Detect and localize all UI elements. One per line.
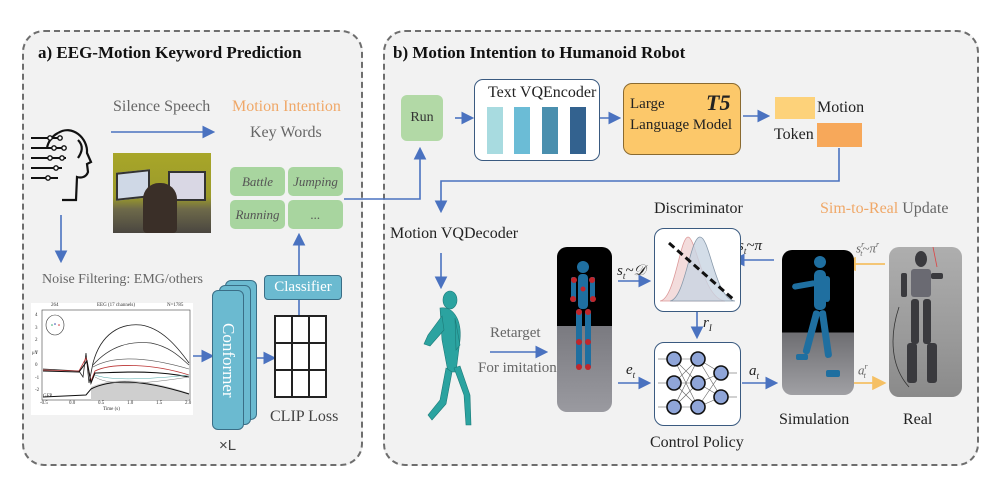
- keyword-battle: Battle: [230, 167, 285, 196]
- eeg-n-label: N=1785: [167, 303, 184, 308]
- text-vq-encoder-label: Text VQEncoder: [488, 84, 597, 101]
- real-robot-image: [889, 247, 962, 397]
- t5-logo: T5: [706, 90, 731, 115]
- neural-network-icon: [658, 351, 737, 415]
- classifier-block: Classifier: [264, 275, 342, 300]
- sim-to-real-update-label: Sim-to-Real Update: [820, 200, 948, 218]
- silence-speech-label: Silence Speech: [113, 98, 211, 115]
- eeg-ylabel: μV: [32, 351, 39, 356]
- motion-token-block-2: [817, 123, 862, 147]
- eeg-xtick: -0.5: [40, 401, 48, 406]
- clip-similarity-grid: [274, 315, 327, 398]
- panel-b-title: b) Motion Intention to Humanoid Robot: [393, 43, 686, 62]
- eeg-ytick: 1: [35, 350, 38, 356]
- arrow-token-to-decoder: [434, 148, 840, 214]
- eeg-traces: [41, 309, 191, 401]
- panel-a-title: a) EEG-Motion Keyword Prediction: [38, 43, 302, 62]
- run-keyword-block: Run: [401, 95, 443, 141]
- discriminator-block: [654, 228, 741, 312]
- simulation-image: [782, 250, 854, 395]
- eeg-xtick: 0.0: [69, 401, 76, 406]
- label-atr: art: [858, 362, 868, 380]
- control-policy-label: Control Policy: [650, 434, 744, 451]
- conformer-label: Conformer: [219, 322, 238, 398]
- eeg-corner-label: 264: [51, 303, 59, 308]
- times-l-label: ×L: [219, 437, 237, 454]
- label-str: srt~πr: [856, 240, 880, 258]
- eeg-plot: 264 EEG (17 channels) N=1785 μV Time (s)…: [31, 303, 193, 415]
- encoder-bar: [487, 107, 503, 154]
- label-et: et: [626, 362, 636, 380]
- motion-token-block-1: [775, 97, 815, 119]
- motion-intention-label: Motion Intention: [232, 98, 341, 115]
- noise-filtering-label: Noise Filtering: EMG/others: [42, 272, 203, 287]
- conformer-block: Conformer: [212, 290, 244, 430]
- for-imitation-label: For imitation: [478, 360, 557, 376]
- label-st-d: st~𝒟: [617, 263, 646, 281]
- eeg-ytick: -1: [35, 375, 40, 381]
- sim-to-real-text: Sim-to-Real: [820, 200, 899, 217]
- label-at: at: [749, 363, 760, 381]
- keyword-more: ...: [288, 200, 343, 229]
- retarget-label: Retarget: [490, 325, 541, 341]
- eeg-ytick: -2: [35, 388, 40, 393]
- discriminator-distributions: [659, 236, 736, 302]
- label-ri: rI: [703, 315, 712, 333]
- eeg-xtick: 2.0: [185, 401, 192, 406]
- update-text: Update: [902, 200, 949, 217]
- encoder-bar: [542, 107, 558, 154]
- clip-loss-label: CLIP Loss: [270, 408, 339, 425]
- simulation-label: Simulation: [779, 411, 850, 428]
- discriminator-label: Discriminator: [654, 200, 743, 217]
- eeg-ytick: 2: [35, 338, 38, 343]
- eeg-topomap: [45, 314, 65, 336]
- retargeted-character-image: [557, 247, 612, 412]
- eeg-ytick: 3: [35, 325, 38, 331]
- motion-vq-decoder-label: Motion VQDecoder: [390, 225, 519, 242]
- arrow-keywords-to-run: [344, 146, 427, 200]
- eeg-ytick: 0: [35, 363, 38, 368]
- keyword-jumping: Jumping: [288, 167, 343, 196]
- llm-block: Large Language Model T5: [623, 83, 741, 155]
- encoder-bar: [514, 107, 530, 154]
- motion-label: Motion: [817, 99, 865, 116]
- llm-label-line2: Language Model: [630, 117, 733, 133]
- token-label: Token: [774, 126, 814, 143]
- eeg-xtick: 1.0: [127, 401, 134, 406]
- eeg-xtick: 0.5: [98, 401, 105, 406]
- eeg-experiment-photo: [113, 153, 211, 233]
- text-vq-encoder: Text VQEncoder: [474, 79, 600, 161]
- subject-head: [143, 183, 177, 233]
- real-label: Real: [903, 411, 933, 428]
- label-st-pi: st~π: [738, 238, 762, 256]
- llm-label-line1: Large: [630, 96, 665, 112]
- keyword-running: Running: [230, 200, 285, 229]
- eeg-xtick: 1.5: [156, 401, 163, 406]
- encoder-bar: [570, 107, 586, 154]
- eeg-xlabel: Time (s): [103, 407, 120, 412]
- control-policy-block: [654, 342, 741, 426]
- key-words-label: Key Words: [250, 124, 322, 141]
- eeg-ytick: 4: [35, 313, 38, 318]
- eeg-plot-title: EEG (17 channels): [97, 303, 136, 308]
